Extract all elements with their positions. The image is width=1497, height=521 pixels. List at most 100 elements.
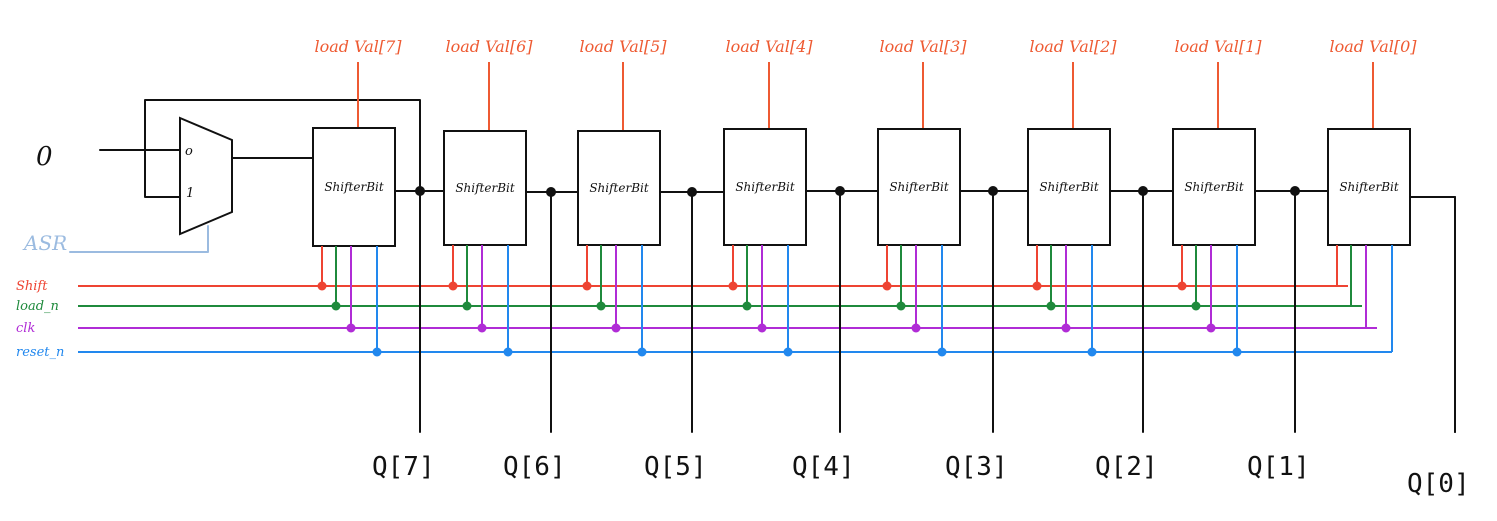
shifter-bit-label: ShifterBit (735, 180, 795, 194)
bus-junction-reset-n (637, 347, 647, 357)
bus-junction-shift (728, 281, 738, 291)
wire-zero-branch (144, 149, 181, 198)
signal-label-reset-n: reset_n (16, 345, 64, 360)
load-val-label: load Val[3] (879, 37, 967, 56)
bus-junction-load-n (331, 301, 341, 311)
bus-junction-reset-n (503, 347, 513, 357)
load-val-label: load Val[4] (725, 37, 813, 56)
q-output-label: Q[7] (372, 452, 435, 482)
bus-junction-clk (1061, 323, 1071, 333)
bus-junction-load-n (596, 301, 606, 311)
q0-output-wire (1409, 196, 1456, 433)
bus-junction-load-n (1191, 301, 1201, 311)
shifter-bit-box (577, 130, 661, 246)
junction-dot (1138, 186, 1148, 196)
q-output-label: Q[1] (1247, 452, 1310, 482)
shifter-bit-box (312, 127, 396, 247)
shifter-bit-label: ShifterBit (1184, 180, 1244, 194)
q-output-wire (959, 190, 994, 433)
bus-junction-clk (346, 323, 356, 333)
shifter-bit-label: ShifterBit (455, 181, 515, 195)
bus-junction-clk (757, 323, 767, 333)
load-val-label: load Val[2] (1029, 37, 1117, 56)
bus-junction-shift (1032, 281, 1042, 291)
shifter-bit-label: ShifterBit (324, 180, 384, 194)
bus-junction-reset-n (1087, 347, 1097, 357)
bus-junction-load-n (896, 301, 906, 311)
zero-input-label: 0 (36, 142, 53, 172)
mux-wiring (69, 99, 421, 253)
q-output-wire (659, 191, 693, 433)
load-val-label: load Val[7] (314, 37, 402, 56)
signal-label-load-n: load_n (16, 299, 59, 314)
q-output-label: Q[2] (1095, 452, 1158, 482)
q-output-wire (1109, 190, 1144, 433)
q-output-label: Q[4] (792, 452, 855, 482)
bus-junction-shift (448, 281, 458, 291)
bus-junction-shift (882, 281, 892, 291)
load-val-label: load Val[1] (1174, 37, 1262, 56)
bus-junction-load-n (1046, 301, 1056, 311)
bus-junction-load-n (462, 301, 472, 311)
bus-junction-shift (317, 281, 327, 291)
q-output-wire (1409, 196, 1456, 433)
shifter-bit-box (1027, 128, 1111, 246)
load-val-label: load Val[0] (1329, 37, 1417, 56)
bus-junction-load-n (742, 301, 752, 311)
junction-dot (988, 186, 998, 196)
bus-junction-reset-n (1232, 347, 1242, 357)
bus-junction-shift (1177, 281, 1187, 291)
q-output-wire (525, 191, 552, 433)
q-output-label: Q[6] (503, 452, 566, 482)
mux-in1-label: 1 (186, 186, 194, 201)
junction-dot (687, 187, 697, 197)
signal-label-clk: clk (16, 321, 35, 336)
signal-label-shift: Shift (16, 279, 48, 294)
junction-dot (835, 186, 845, 196)
bus-junction-shift (582, 281, 592, 291)
wires-layer (78, 285, 1392, 353)
wire-asr-select (69, 225, 209, 253)
q-output-label: Q[5] (644, 452, 707, 482)
bus-junction-clk (477, 323, 487, 333)
bus-junction-clk (1206, 323, 1216, 333)
q-output-wire (1254, 190, 1296, 433)
q-output-wire (805, 190, 841, 433)
bus-junction-reset-n (937, 347, 947, 357)
load-val-label: load Val[5] (579, 37, 667, 56)
q-output-label: Q[3] (945, 452, 1008, 482)
bus-junction-reset-n (372, 347, 382, 357)
shifter-bit-box (443, 130, 527, 246)
shifter-bit-box (1327, 128, 1411, 246)
junction-dot (546, 187, 556, 197)
junction-dot (1290, 186, 1300, 196)
shifter-bit-box (1172, 128, 1256, 246)
mux-in0-label: o (185, 144, 193, 159)
junction-dot (415, 186, 425, 196)
shifter-bit-box (723, 128, 807, 246)
load-val-label: load Val[6] (445, 37, 533, 56)
shifter-bit-label: ShifterBit (589, 181, 649, 195)
mux: o 1 (179, 116, 233, 236)
shifter-bit-label: ShifterBit (889, 180, 949, 194)
bus-junction-clk (911, 323, 921, 333)
q-output-wire (394, 190, 421, 433)
bus-junction-reset-n (783, 347, 793, 357)
mux-body (179, 116, 233, 236)
wire-feedback-loop (144, 99, 421, 187)
bus-junction-clk (611, 323, 621, 333)
q-output-label: Q[0] (1407, 469, 1470, 499)
shifter-bit-label: ShifterBit (1039, 180, 1099, 194)
shifter-bit-box (877, 128, 961, 246)
